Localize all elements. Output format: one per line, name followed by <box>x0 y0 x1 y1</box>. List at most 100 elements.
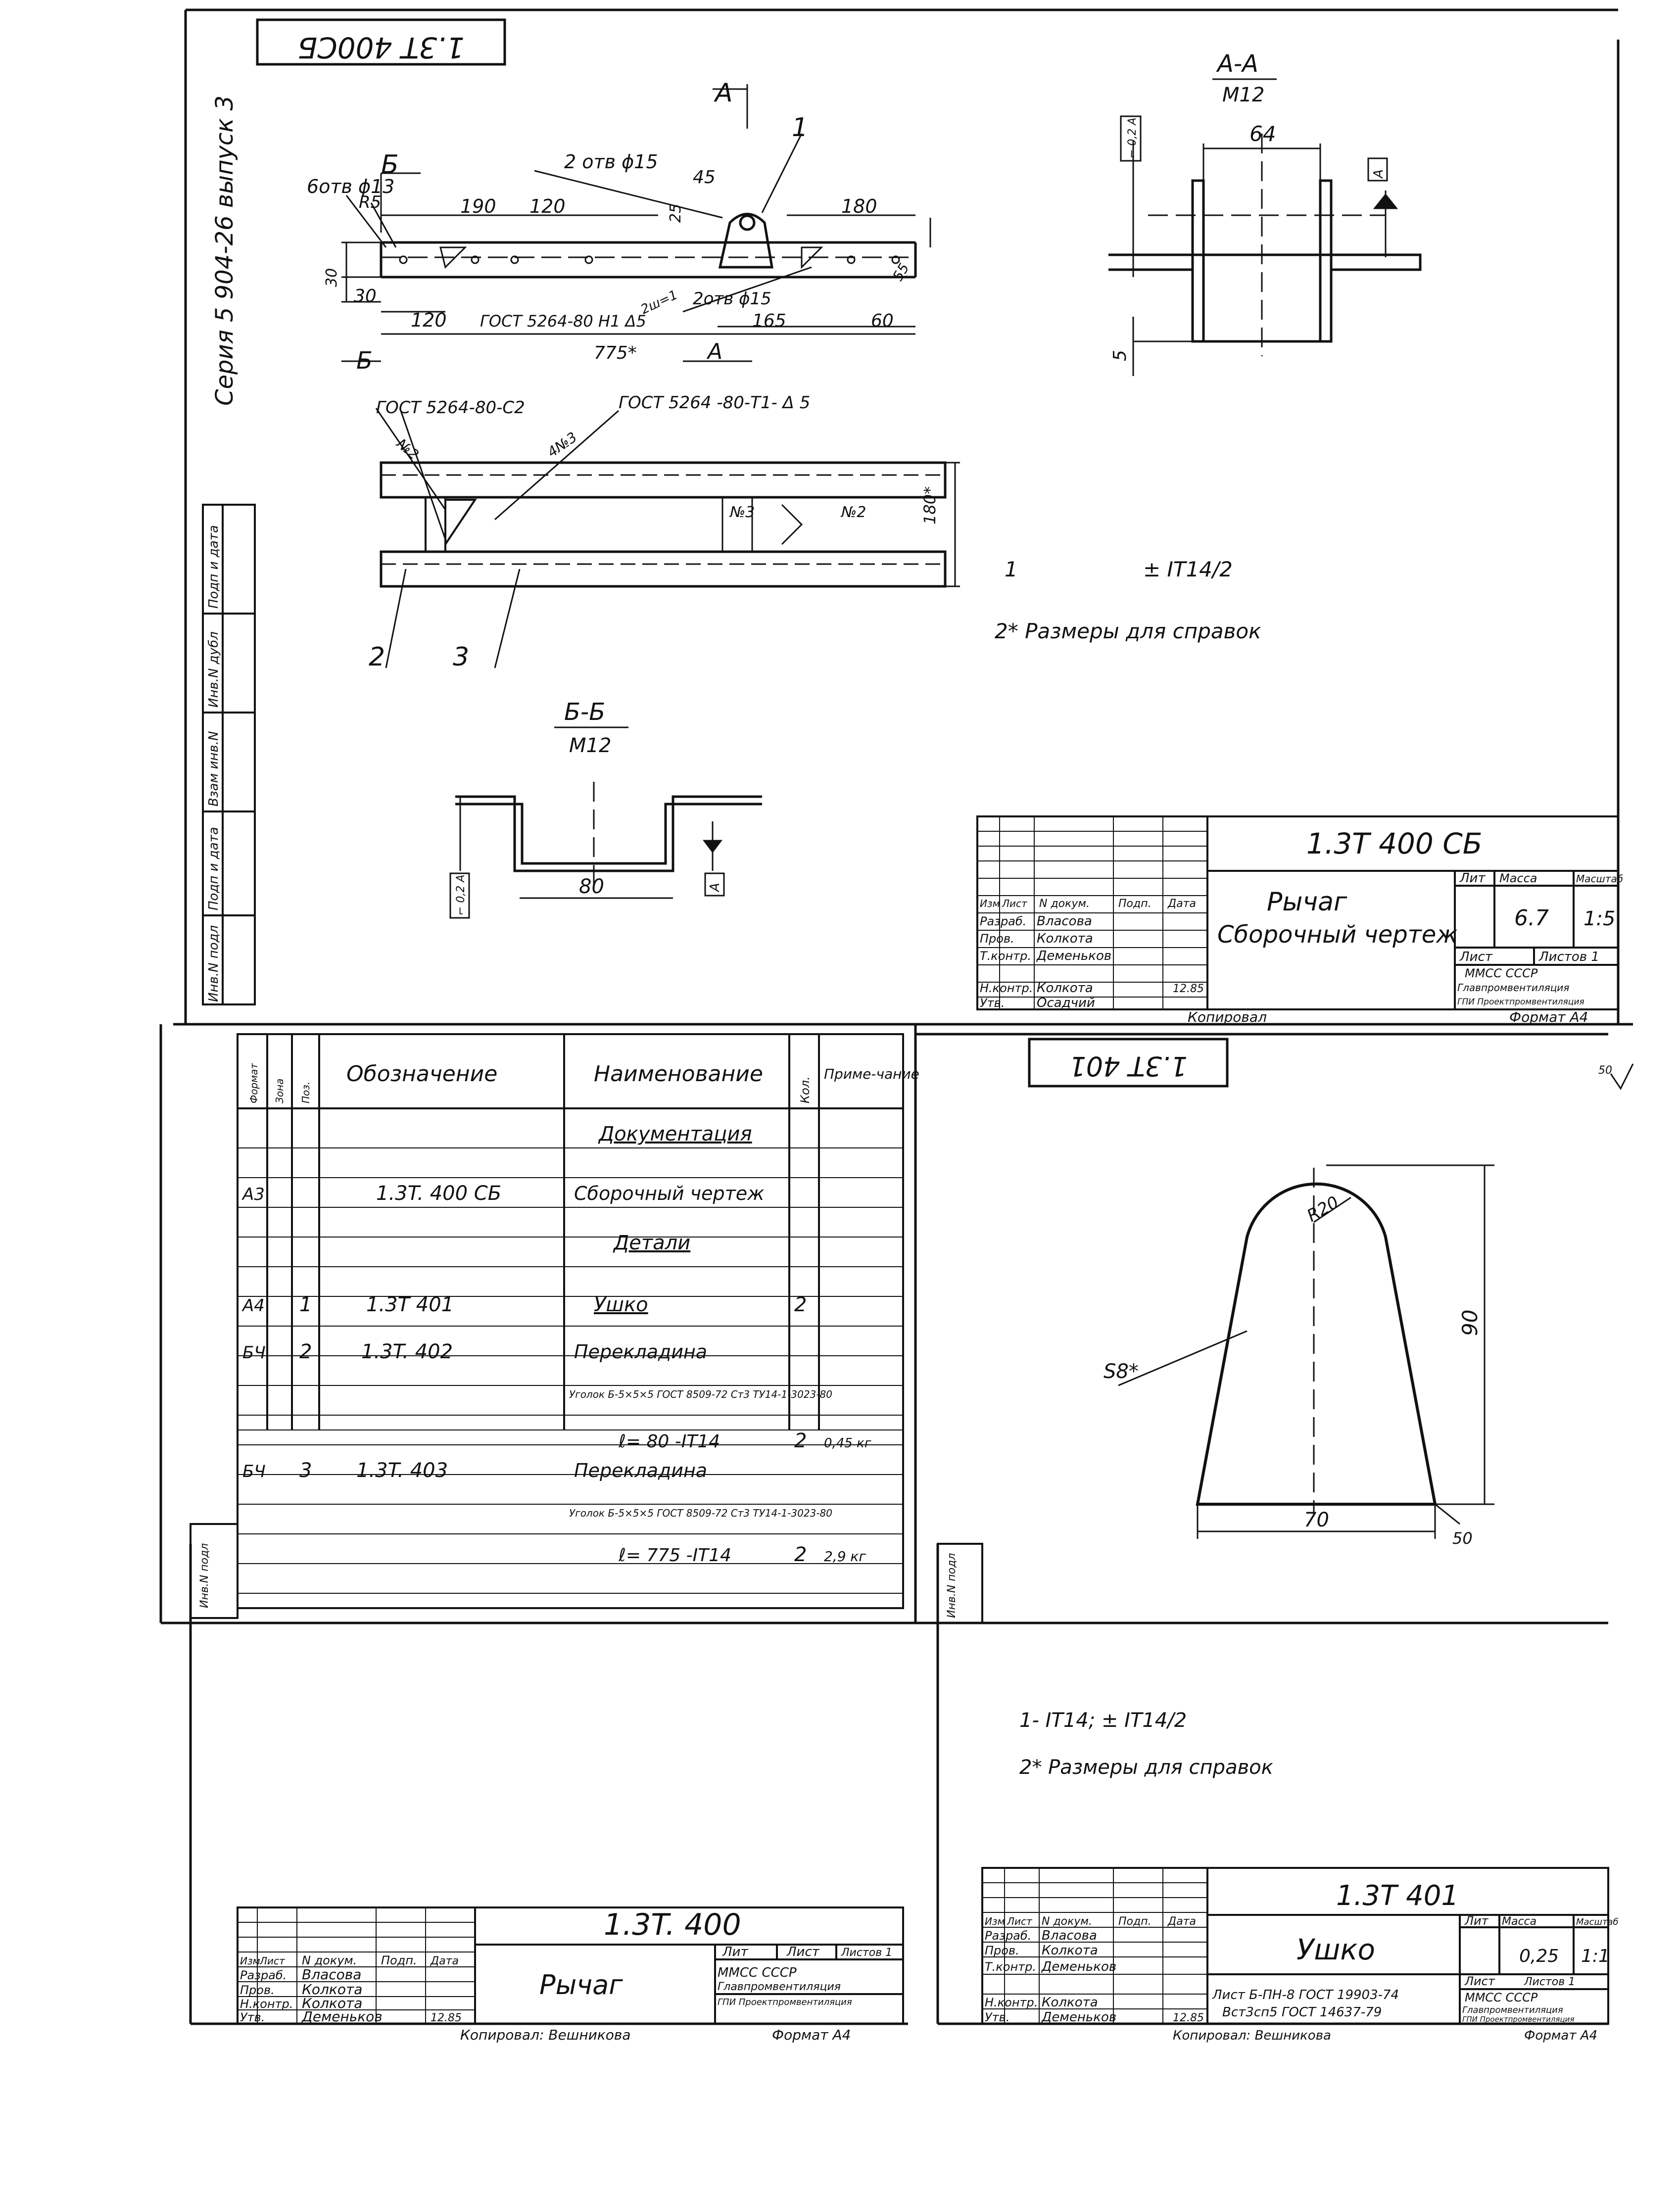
n3b-label: №3 <box>729 504 755 521</box>
dim-180: 180 <box>841 195 877 217</box>
top-head-izm: Изм <box>980 898 1000 909</box>
top-sheets-label: Листов 1 <box>1538 950 1599 964</box>
spec-row7-note: 0,45 кг <box>824 1436 871 1451</box>
dim-90: 90 <box>1458 1310 1482 1336</box>
detail-role-4: Н.контр. <box>985 1996 1038 2009</box>
top-org-2: Главпромвентиляция <box>1457 982 1569 994</box>
dim-775: 775* <box>594 343 637 363</box>
spec-role-1: Разраб. <box>240 1968 287 1982</box>
dim-55: 55 <box>889 260 912 284</box>
detail-doc-code: 1.3T 401 <box>1336 1880 1459 1912</box>
holes-top-label: 2 отв ϕ15 <box>564 151 658 173</box>
section-BB-drawing <box>455 782 762 899</box>
spec-heading-parts: Детали <box>613 1232 690 1254</box>
spec-head-izm: Изм <box>240 1955 260 1967</box>
detail-rotated-code: 1.3T 401 <box>1069 1050 1187 1082</box>
weld-top-label: ГОСТ 5264-80 Н1 Δ5 <box>480 312 646 331</box>
section-AA-ref: ⌐ 0,2 A <box>1126 118 1139 158</box>
detail-name: Ушко <box>1296 1933 1375 1966</box>
spec-row2-fmt: А3 <box>241 1185 265 1204</box>
roughness-icon <box>1610 1063 1634 1090</box>
detail-note-2: 2* Размеры для справок <box>1019 1756 1273 1779</box>
spec-role-2: Пров. <box>240 1983 275 1997</box>
top-scale: 1:5 <box>1584 907 1615 930</box>
top-person-3: Деменьков <box>1036 949 1111 963</box>
view-B-bottom: Б <box>356 347 373 375</box>
dim-180-star: 180* <box>920 486 939 524</box>
top-title-block <box>976 815 1619 1010</box>
spec-head-list: Лист <box>259 1955 286 1967</box>
lever-front-view <box>375 408 960 668</box>
spec-heading-docs: Документация <box>598 1123 752 1145</box>
spec-stamp-1: Инв.N подл <box>198 1543 211 1608</box>
spec-org-2: Главпромвентиляция <box>718 1981 841 1993</box>
callout-2: 2 <box>369 642 385 672</box>
detail-person-3: Деменьков <box>1041 1959 1116 1974</box>
top-sheet-label: Лист <box>1459 950 1493 964</box>
detail-head-podp: Подп. <box>1118 1915 1152 1928</box>
spec-row6-name: Уголок Б-5×5×5 ГОСТ 8509-72 Ст3 ТУ14-1-3… <box>569 1388 832 1400</box>
callout-3: 3 <box>453 642 469 672</box>
section-BB-ref: ⌐ 0,2 A <box>455 875 467 915</box>
top-mass-label: Масса <box>1499 871 1537 885</box>
dim-120a: 120 <box>529 195 566 217</box>
detail-mass: 0,25 <box>1519 1946 1559 1966</box>
top-head-doc: N докум. <box>1039 898 1090 910</box>
roughness-mark: 50 <box>1598 1064 1612 1077</box>
spec-org-1: ММСС СССР <box>718 1965 797 1980</box>
dim-60: 60 <box>871 311 894 331</box>
detail-person-1: Власова <box>1042 1928 1097 1943</box>
top-role-6: Утв. <box>980 996 1005 1010</box>
spec-sheet: Формат Зона Поз. Обозначение Наименовани… <box>190 1033 919 1619</box>
spec-copied: Копировал: Вешникова <box>460 2027 631 2043</box>
detail-sheets-label: Листов 1 <box>1524 1976 1575 1988</box>
spec-col-qty: Кол. <box>798 1076 812 1103</box>
top-note-2: 2* Размеры для справок <box>995 619 1261 643</box>
detail-head-doc: N докум. <box>1042 1915 1092 1928</box>
spec-person-2: Колкота <box>302 1981 362 1998</box>
spec-person-1: Власова <box>302 1966 361 1983</box>
dim-30b: 30 <box>354 286 377 306</box>
spec-row2-code: 1.3T. 400 СБ <box>376 1182 501 1205</box>
weld-t1-label: ГОСТ 5264 -80-Т1- Δ 5 <box>619 393 810 413</box>
top-stamp-1: Инв.N подл <box>206 925 221 1002</box>
R5-label: R5 <box>359 192 381 212</box>
section-AA-thk: 5 <box>1110 350 1130 361</box>
spec-col-pos: Поз. <box>300 1082 312 1103</box>
detail-org-2: Главпромвентиляция <box>1462 2005 1563 2015</box>
detail-scale: 1:1 <box>1581 1946 1610 1966</box>
weld-mark: 2ш=1 <box>638 287 680 317</box>
dim-angle: 50 <box>1452 1529 1473 1548</box>
detail-copied: Копировал: Вешникова <box>1173 2028 1331 2043</box>
top-role-3: Т.контр. <box>980 949 1031 963</box>
spec-row2-name: Сборочный чертеж <box>574 1183 764 1204</box>
spec-side-stamp <box>190 1523 239 1619</box>
spec-role-4: Н.контр. <box>240 1997 293 2011</box>
detail-lit-label: Лит <box>1464 1914 1489 1928</box>
spec-row10-name: ℓ= 775 -IT14 <box>618 1545 731 1566</box>
top-doc-code: 1.3T 400 СБ <box>1306 827 1483 860</box>
spec-col-name: Наименование <box>594 1061 763 1087</box>
detail-mass-label: Масса <box>1502 1915 1536 1928</box>
top-stamp-4: Инв.N дубл <box>206 631 221 708</box>
spec-format: Формат А4 <box>772 2027 851 2043</box>
detail-format: Формат А4 <box>1524 2028 1597 2043</box>
top-head-podp: Подп. <box>1118 898 1152 910</box>
detail-head-izm: Изм <box>985 1915 1005 1927</box>
spec-row4-qty: 2 <box>794 1293 807 1316</box>
detail-date: 12.85 <box>1173 2012 1204 2024</box>
section-AA-datum: A <box>1371 169 1386 179</box>
spec-row5-code: 1.3T. 402 <box>361 1340 453 1363</box>
top-note-1: 1 <box>1005 557 1018 581</box>
holes-mid-label: 2отв ϕ15 <box>693 289 771 309</box>
spec-col-note: Приме-чание <box>824 1066 919 1082</box>
section-BB-datum: A <box>708 883 722 893</box>
top-person-6: Осадчий <box>1037 996 1095 1010</box>
section-BB-scale: M12 <box>569 734 611 757</box>
weld-c2-label: ГОСТ 5264-80-С2 <box>376 398 525 418</box>
spec-title-block <box>237 1906 904 2025</box>
top-name-2: Сборочный чертеж <box>1217 921 1458 949</box>
top-copied: Копировал <box>1188 1009 1267 1025</box>
spec-row9-name: Уголок Б-5×5×5 ГОСТ 8509-72 Ст3 ТУ14-1-3… <box>569 1507 832 1519</box>
